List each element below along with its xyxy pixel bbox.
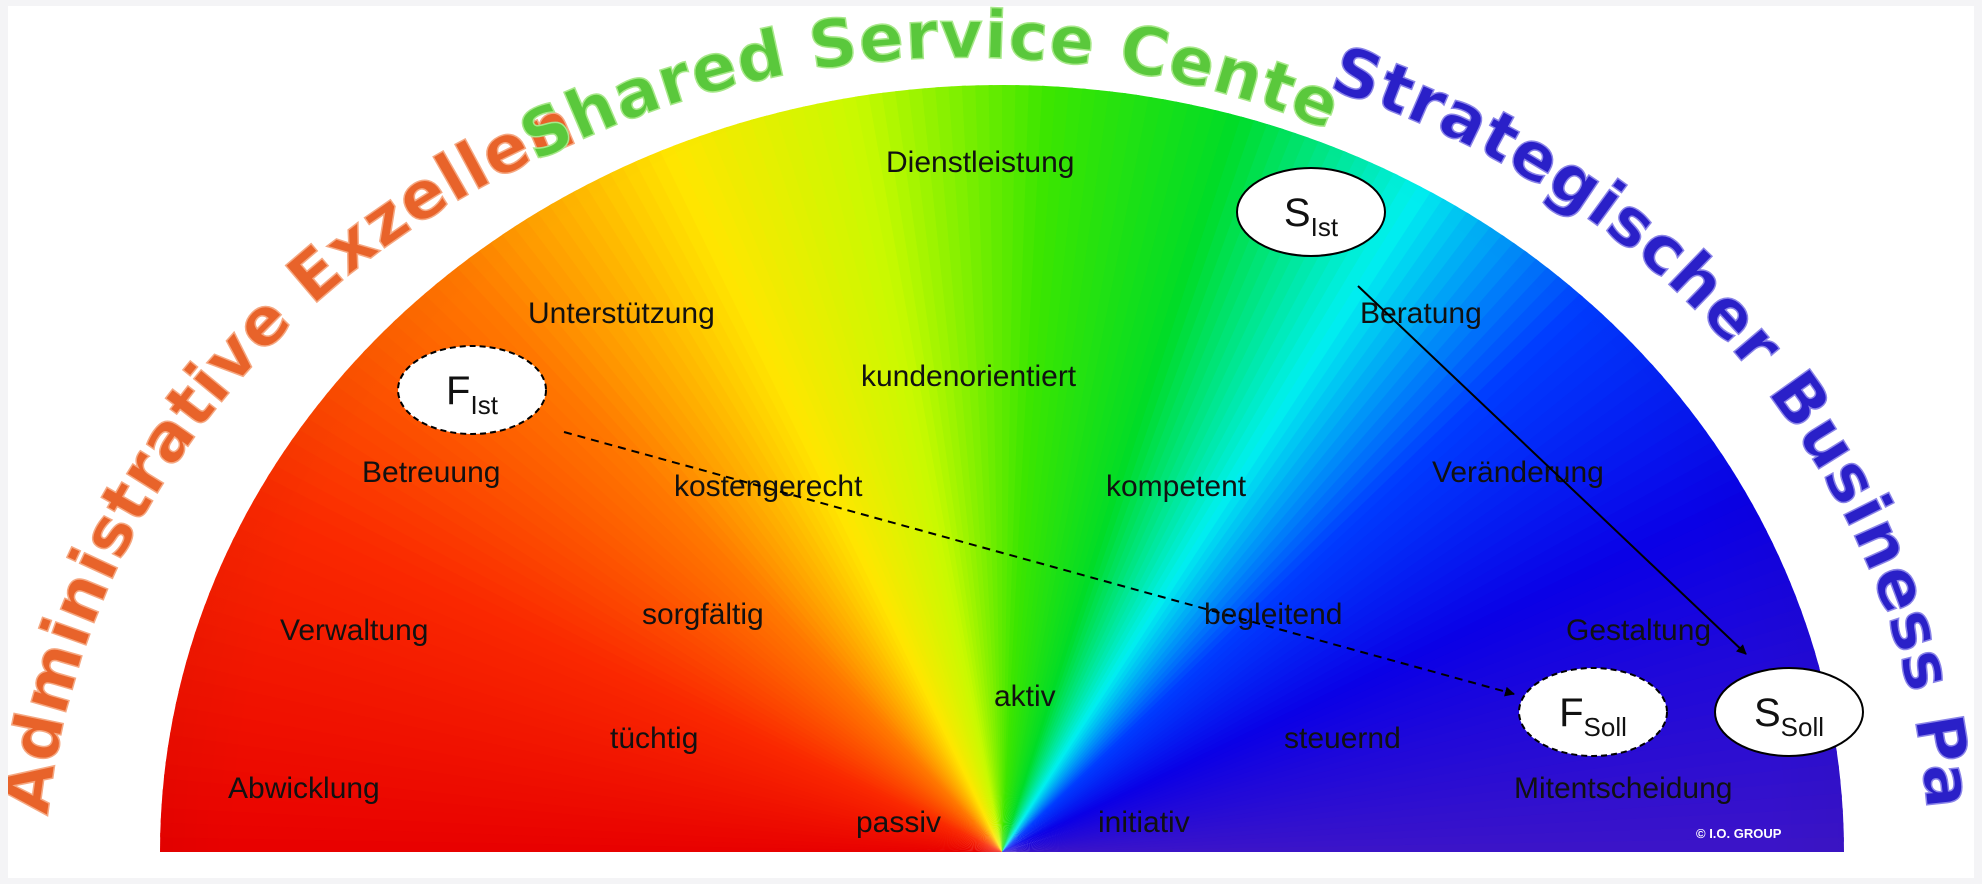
term-abwicklung: Abwicklung	[228, 772, 380, 805]
diagram-canvas: Administrative Exzellenz Shared Service …	[8, 6, 1974, 878]
rainbow-diagram: Administrative Exzellenz Shared Service …	[8, 6, 1974, 852]
term-initiativ: initiativ	[1098, 806, 1190, 839]
bubble-f-soll-letter: F	[1559, 691, 1583, 735]
svg-text:SSoll: SSoll	[1754, 691, 1824, 742]
arrow-s-ist-to-s-soll	[1357, 285, 1747, 655]
svg-text:FSoll: FSoll	[1559, 691, 1627, 742]
term-beratung: Beratung	[1360, 297, 1482, 330]
bubble-f-ist: FIst	[397, 345, 547, 435]
term-aktiv: aktiv	[994, 680, 1056, 713]
term-gestaltung: Gestaltung	[1566, 614, 1711, 647]
svg-text:SIst: SIst	[1284, 191, 1339, 242]
term-veraenderung: Veränderung	[1432, 456, 1604, 489]
bubble-s-soll-letter: S	[1754, 691, 1781, 735]
bubble-f-soll-sub: Soll	[1584, 712, 1627, 742]
term-kostengerecht: kostengerecht	[674, 470, 863, 503]
bubble-f-ist-sub: Ist	[470, 390, 498, 420]
bubble-s-ist: SIst	[1236, 167, 1386, 257]
term-unterstuetzung: Unterstützung	[528, 297, 715, 330]
bubble-f-soll: FSoll	[1518, 667, 1668, 757]
term-begleitend: begleitend	[1204, 598, 1342, 631]
term-betreuung: Betreuung	[362, 456, 500, 489]
fan-shading	[160, 85, 1844, 852]
bubble-s-ist-letter: S	[1284, 191, 1311, 235]
term-kundenorientiert: kundenorientiert	[861, 360, 1077, 393]
term-dienstleistung: Dienstleistung	[886, 146, 1074, 179]
term-steuernd: steuernd	[1284, 722, 1401, 755]
copyright-text: © I.O. GROUP	[1696, 826, 1782, 841]
term-passiv: passiv	[856, 806, 941, 839]
term-verwaltung: Verwaltung	[280, 614, 428, 647]
bubble-s-soll: SSoll	[1714, 667, 1864, 757]
svg-text:FIst: FIst	[446, 369, 499, 420]
term-mitentscheidung: Mitentscheidung	[1514, 772, 1732, 805]
bubble-f-ist-letter: F	[446, 369, 470, 413]
term-sorgfaeltig: sorgfältig	[642, 598, 764, 631]
term-tuechtig: tüchtig	[610, 722, 698, 755]
term-kompetent: kompetent	[1106, 470, 1247, 503]
bubble-s-soll-sub: Soll	[1781, 712, 1824, 742]
bubble-s-ist-sub: Ist	[1311, 212, 1339, 242]
arrow-f-ist-to-f-soll	[563, 431, 1515, 697]
